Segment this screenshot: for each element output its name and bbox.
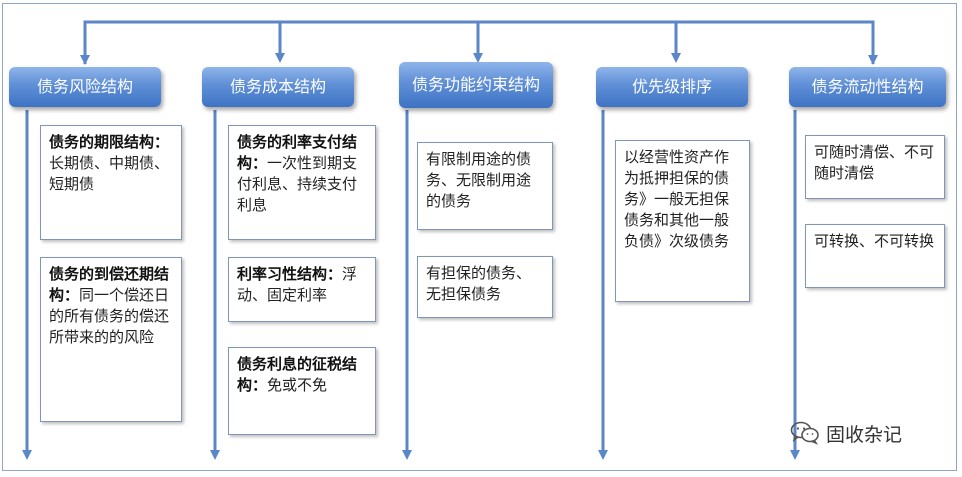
- header-debt-cost-structure: 债务成本结构: [202, 67, 354, 107]
- box-repayable: 可随时清偿、不可随时清偿: [805, 135, 945, 199]
- box-restricted-use: 有限制用途的债务、无限制用途的债务: [417, 142, 553, 230]
- box-bold-text: 债务的期限结构：: [49, 133, 170, 151]
- header-label: 债务功能约束结构: [411, 75, 540, 94]
- header-label: 债务成本结构: [229, 77, 326, 96]
- header-debt-liquidity-structure: 债务流动性结构: [789, 67, 946, 107]
- header-debt-risk-structure: 债务风险结构: [9, 67, 161, 107]
- box-text: 浮动、固定利率: [237, 265, 358, 304]
- box-interest-payment-structure: 债务的利率支付结构：一次性到期支付利息、持续支付利息: [228, 125, 376, 240]
- box-text: 长期债、中期债、短期债: [49, 154, 170, 193]
- wechat-icon: [790, 421, 819, 445]
- watermark-text: 固收杂记: [826, 423, 903, 446]
- header-priority-ranking: 优先级排序: [596, 67, 748, 107]
- watermark: 固收杂记: [790, 418, 902, 448]
- box-term-structure: 债务的期限结构： 长期债、中期债、短期债: [40, 125, 182, 240]
- box-priority-order: 以经营性资产作为抵押担保的债务》一般无担保债务和其他一般负债》次级债务: [615, 140, 750, 302]
- box-bold-text: 债务的利率支付结构：: [237, 133, 358, 172]
- box-text: 可转换、不可转换: [814, 232, 935, 250]
- header-label: 债务风险结构: [36, 77, 133, 96]
- diagram-frame: [2, 3, 957, 471]
- header-label: 优先级排序: [631, 77, 712, 96]
- box-convertible: 可转换、不可转换: [805, 224, 945, 288]
- header-label: 债务流动性结构: [811, 77, 924, 96]
- box-bold-text: 利率习性结构：: [237, 265, 343, 283]
- box-text: 免或不免: [267, 376, 328, 394]
- box-text: 有担保的债务、无担保债务: [426, 264, 532, 303]
- box-text: 以经营性资产作为抵押担保的债务》一般无担保债务和其他一般负债》次级债务: [624, 148, 730, 250]
- box-text: 可随时清偿、不可随时清偿: [814, 143, 935, 182]
- box-bold-text: 债务利息的征税结构：: [237, 355, 358, 394]
- box-interest-tax-structure: 债务利息的征税结构：免或不免: [228, 347, 376, 435]
- box-text: 同一个偿还日的所有债务的偿还所带来的的风险: [49, 286, 170, 346]
- header-debt-function-constraint: 债务功能约束结构: [399, 62, 553, 108]
- box-secured-debt: 有担保的债务、无担保债务: [417, 256, 553, 318]
- box-rate-habit-structure: 利率习性结构：浮动、固定利率: [228, 257, 376, 322]
- box-maturity-structure: 债务的到偿还期结构：同一个偿还日的所有债务的偿还所带来的的风险: [40, 257, 182, 422]
- box-text: 有限制用途的债务、无限制用途的债务: [426, 150, 532, 210]
- box-bold-text: 债务的到偿还期结构：: [49, 265, 170, 304]
- box-text: 一次性到期支付利息、持续支付利息: [237, 154, 358, 214]
